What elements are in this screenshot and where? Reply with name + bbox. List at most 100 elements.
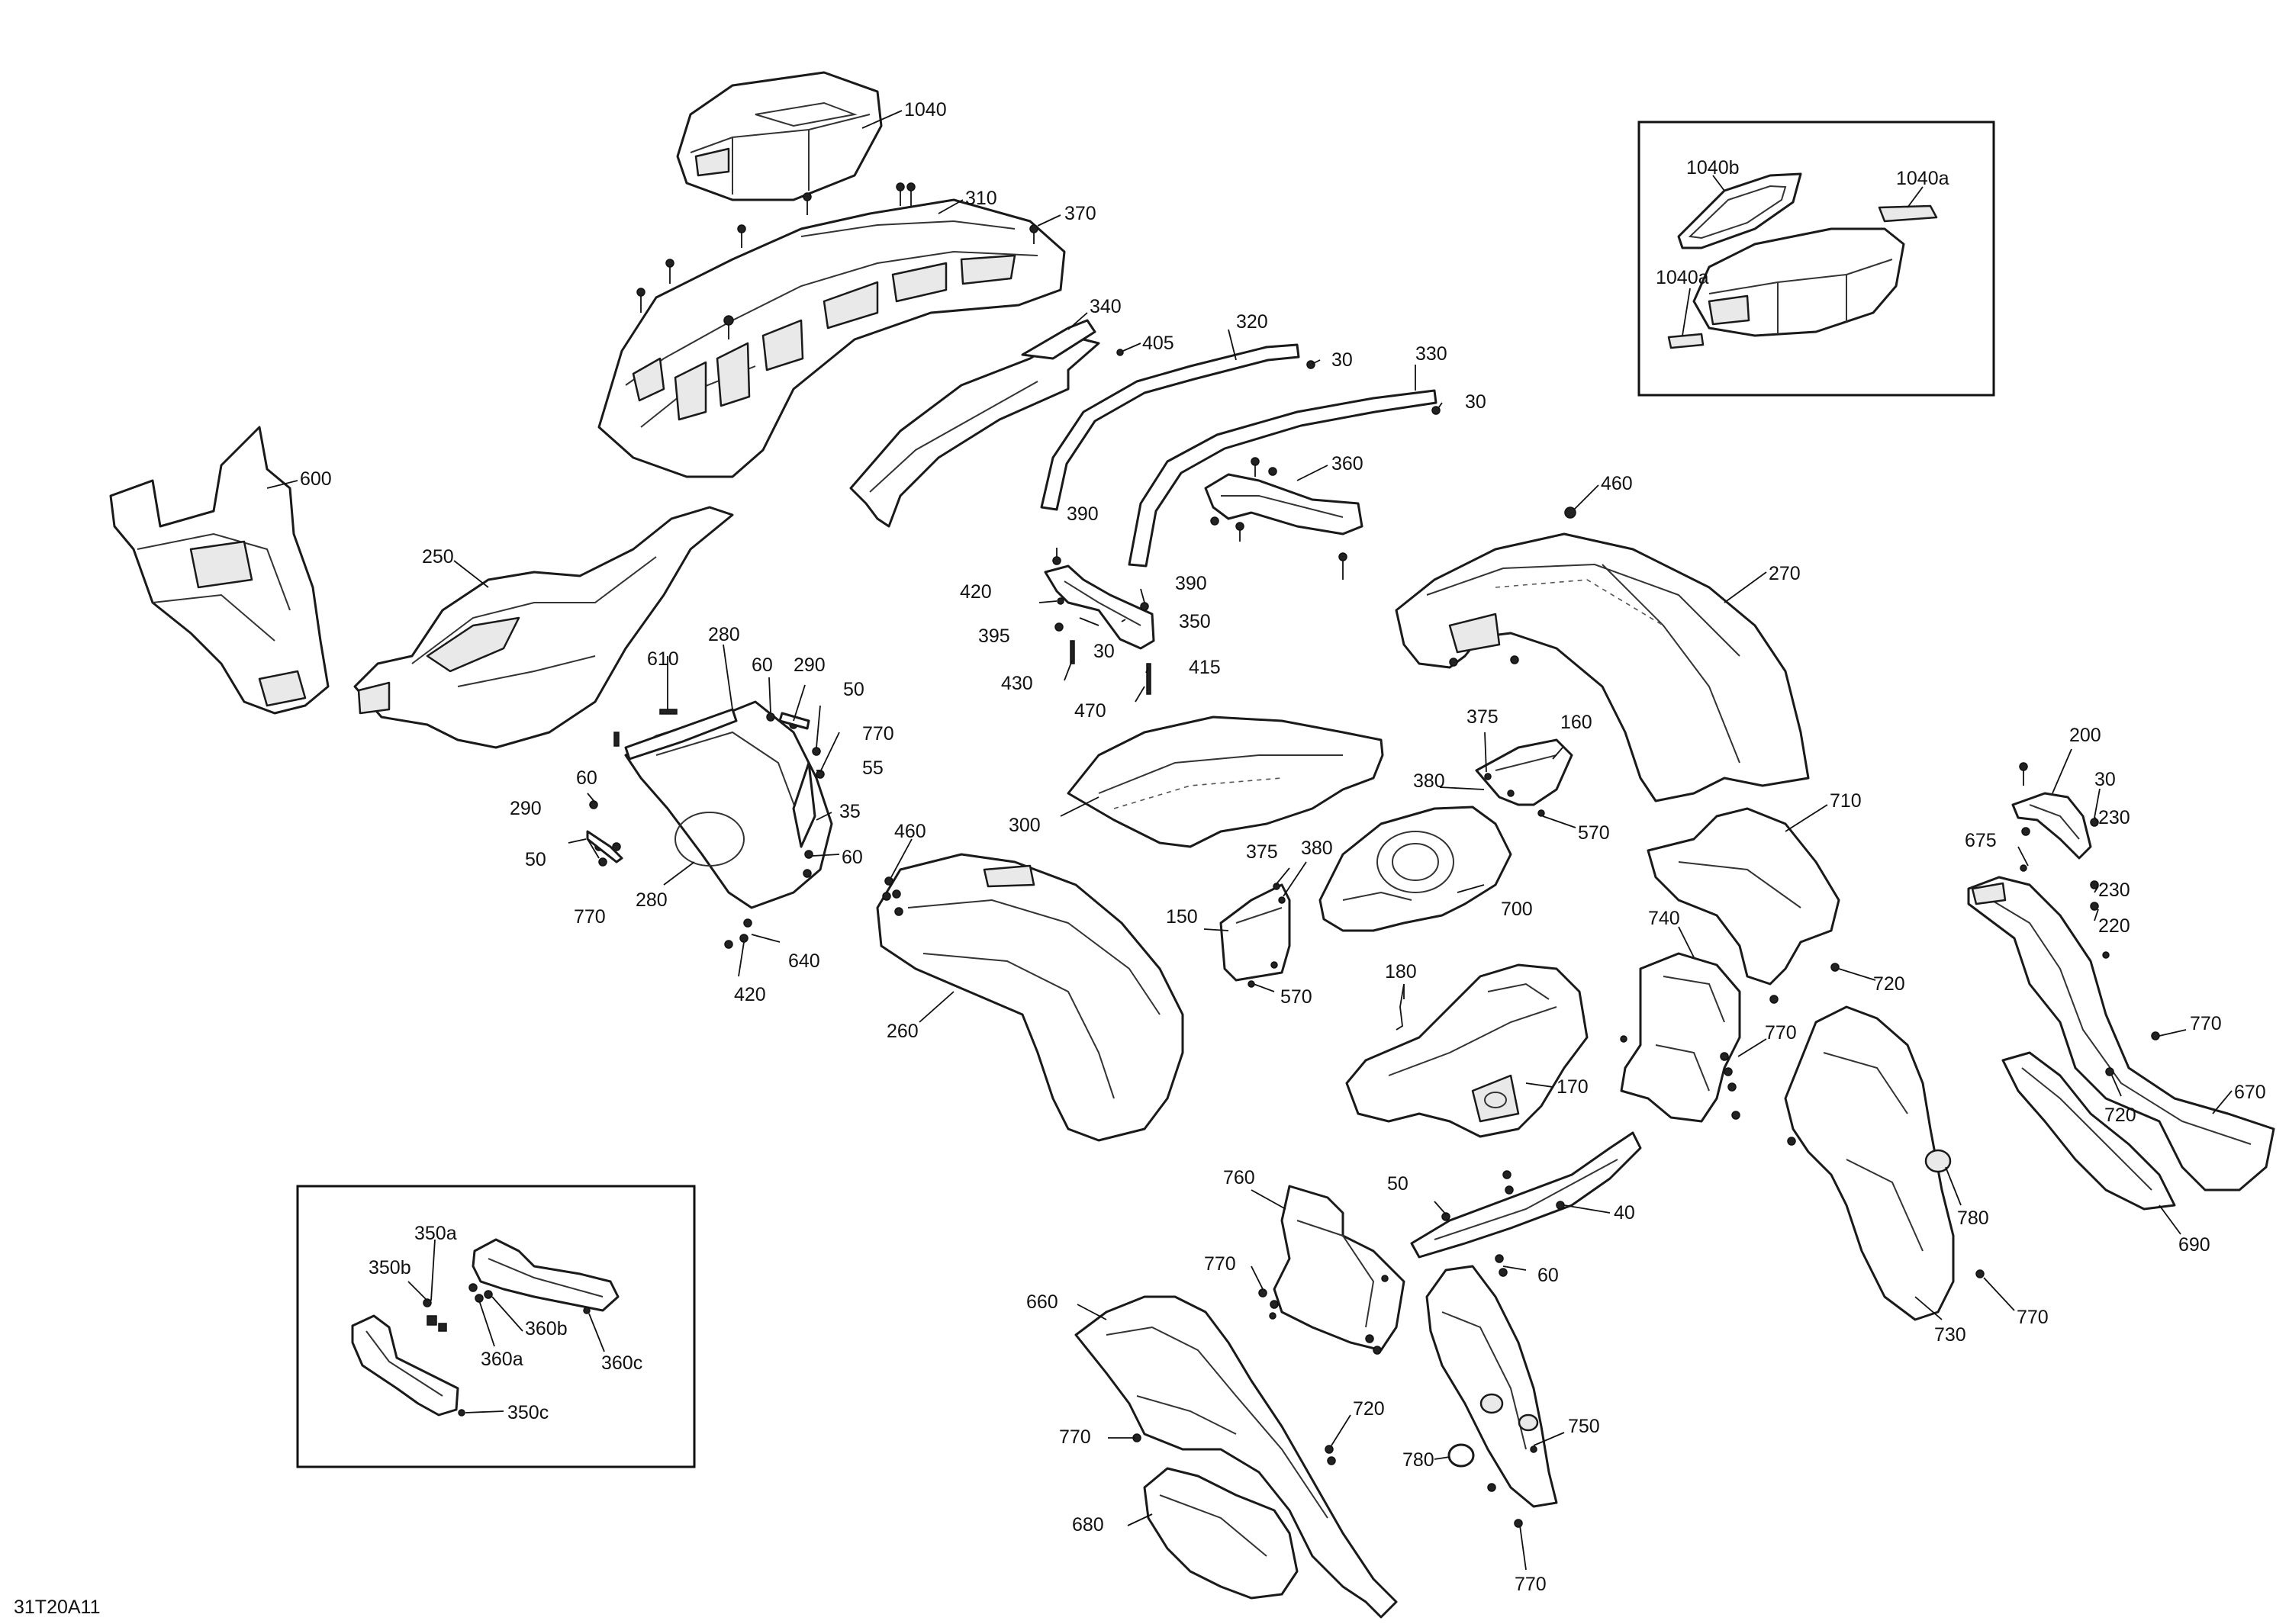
- callout-720: 720: [2104, 1105, 2136, 1126]
- callout-330: 330: [1415, 343, 1447, 365]
- callout-770: 770: [2190, 1013, 2222, 1034]
- fastener-group-760: [1258, 1275, 1389, 1355]
- part-150-panel: [1219, 883, 1291, 982]
- part-660-panel: [1074, 1295, 1398, 1619]
- callout-380: 380: [1301, 838, 1333, 859]
- callout-180: 180: [1385, 961, 1417, 982]
- callout-360c: 360c: [601, 1352, 642, 1374]
- callout-280: 280: [708, 624, 740, 645]
- callout-40: 40: [1614, 1202, 1635, 1224]
- part-170-dash-structure: [1345, 963, 1589, 1138]
- detail-handle-lower: [351, 1314, 459, 1417]
- callout-230: 230: [2098, 880, 2130, 901]
- part-760-bracket: [1273, 1185, 1405, 1352]
- callout-395: 395: [978, 625, 1010, 647]
- detail-1040a-reflector-right: [1878, 204, 1938, 223]
- callout-60: 60: [752, 654, 773, 676]
- part-160-panel: [1475, 738, 1573, 806]
- callout-390: 390: [1175, 573, 1207, 594]
- part-310-rack: [597, 198, 1066, 478]
- part-1040-top-case: [676, 71, 883, 201]
- part-680-panel: [1143, 1467, 1299, 1600]
- callout-30: 30: [1331, 349, 1353, 371]
- callout-170: 170: [1557, 1076, 1589, 1098]
- callout-430: 430: [1001, 673, 1033, 694]
- part-250-fender: [353, 506, 734, 749]
- callout-310: 310: [965, 188, 997, 209]
- callout-420: 420: [734, 984, 766, 1005]
- callout-160: 160: [1560, 712, 1592, 733]
- callout-470: 470: [1074, 700, 1106, 722]
- callout-290: 290: [794, 654, 826, 676]
- part-780-plug: [1447, 1443, 1475, 1468]
- callout-1040a: 1040a: [1656, 267, 1709, 288]
- callout-50: 50: [843, 679, 864, 700]
- callout-670: 670: [2234, 1082, 2266, 1103]
- callout-30: 30: [2094, 769, 2116, 790]
- callout-280: 280: [636, 889, 668, 911]
- callout-690: 690: [2178, 1234, 2210, 1256]
- callout-420: 420: [960, 581, 992, 603]
- callout-200: 200: [2069, 725, 2101, 746]
- diagram-reference-code: 31T20A11: [14, 1597, 101, 1618]
- callout-460: 460: [894, 821, 926, 842]
- part-40-bracket: [1410, 1131, 1642, 1259]
- callout-660: 660: [1026, 1291, 1058, 1313]
- callout-720: 720: [1873, 973, 1905, 995]
- callout-300: 300: [1009, 815, 1041, 836]
- part-350-bracket: [1044, 564, 1155, 650]
- callout-360a: 360a: [481, 1349, 523, 1370]
- callout-570: 570: [1280, 986, 1312, 1008]
- part-280-plate: [624, 700, 833, 909]
- callout-770: 770: [1515, 1574, 1547, 1595]
- leader-lines: [266, 110, 2233, 1571]
- part-270-fender: [1395, 532, 1810, 802]
- callout-1040a: 1040a: [1896, 168, 1949, 189]
- part-180-wire: [1396, 983, 1405, 1031]
- callout-35: 35: [839, 801, 861, 822]
- part-710-panel: [1647, 807, 1840, 986]
- callout-730: 730: [1934, 1324, 1966, 1346]
- callout-770: 770: [2017, 1307, 2049, 1328]
- callout-700: 700: [1501, 899, 1533, 920]
- callout-380: 380: [1413, 770, 1445, 792]
- callout-770: 770: [574, 906, 606, 928]
- detail-1040-seal: [1677, 172, 1802, 249]
- callout-390: 390: [1067, 503, 1099, 525]
- callout-50: 50: [525, 849, 546, 870]
- callout-610: 610: [647, 648, 679, 670]
- detail-handle-upper: [472, 1238, 620, 1312]
- fastener-group-rack: [636, 182, 1038, 339]
- callout-220: 220: [2098, 915, 2130, 937]
- callout-720: 720: [1353, 1398, 1385, 1420]
- part-300-cover: [1067, 716, 1384, 848]
- detail-1040a-reflector-left: [1667, 333, 1705, 349]
- callout-770: 770: [1765, 1022, 1797, 1044]
- callout-780: 780: [1957, 1208, 1989, 1229]
- callout-1040b: 1040b: [1686, 157, 1740, 178]
- part-750-panel: [1425, 1265, 1558, 1508]
- callout-360b: 360b: [525, 1318, 568, 1339]
- callout-60: 60: [842, 847, 863, 868]
- detail-1040-case: [1692, 227, 1905, 337]
- callout-350a: 350a: [414, 1223, 457, 1244]
- part-260-side-cover: [876, 853, 1184, 1142]
- part-670-panel: [1967, 876, 2275, 1191]
- fastener-group-260: [882, 876, 903, 916]
- callout-350: 350: [1179, 611, 1211, 632]
- callout-350b: 350b: [369, 1257, 411, 1278]
- callout-30: 30: [1093, 641, 1115, 662]
- fastener-group-740: [1720, 995, 1796, 1146]
- callout-360: 360: [1331, 453, 1363, 474]
- callout-320: 320: [1236, 311, 1268, 333]
- part-330-tube: [1128, 389, 1437, 568]
- callout-60: 60: [1537, 1265, 1559, 1286]
- callout-375: 375: [1466, 706, 1499, 728]
- callout-labels: 1040 310 370 340 405 320 30 330 30 360 4…: [300, 99, 2266, 1595]
- callout-375: 375: [1246, 841, 1278, 863]
- callout-270: 270: [1769, 563, 1801, 584]
- part-730-panel: [1784, 1005, 1955, 1321]
- part-340-bracket: [849, 319, 1100, 528]
- callout-370: 370: [1064, 203, 1096, 224]
